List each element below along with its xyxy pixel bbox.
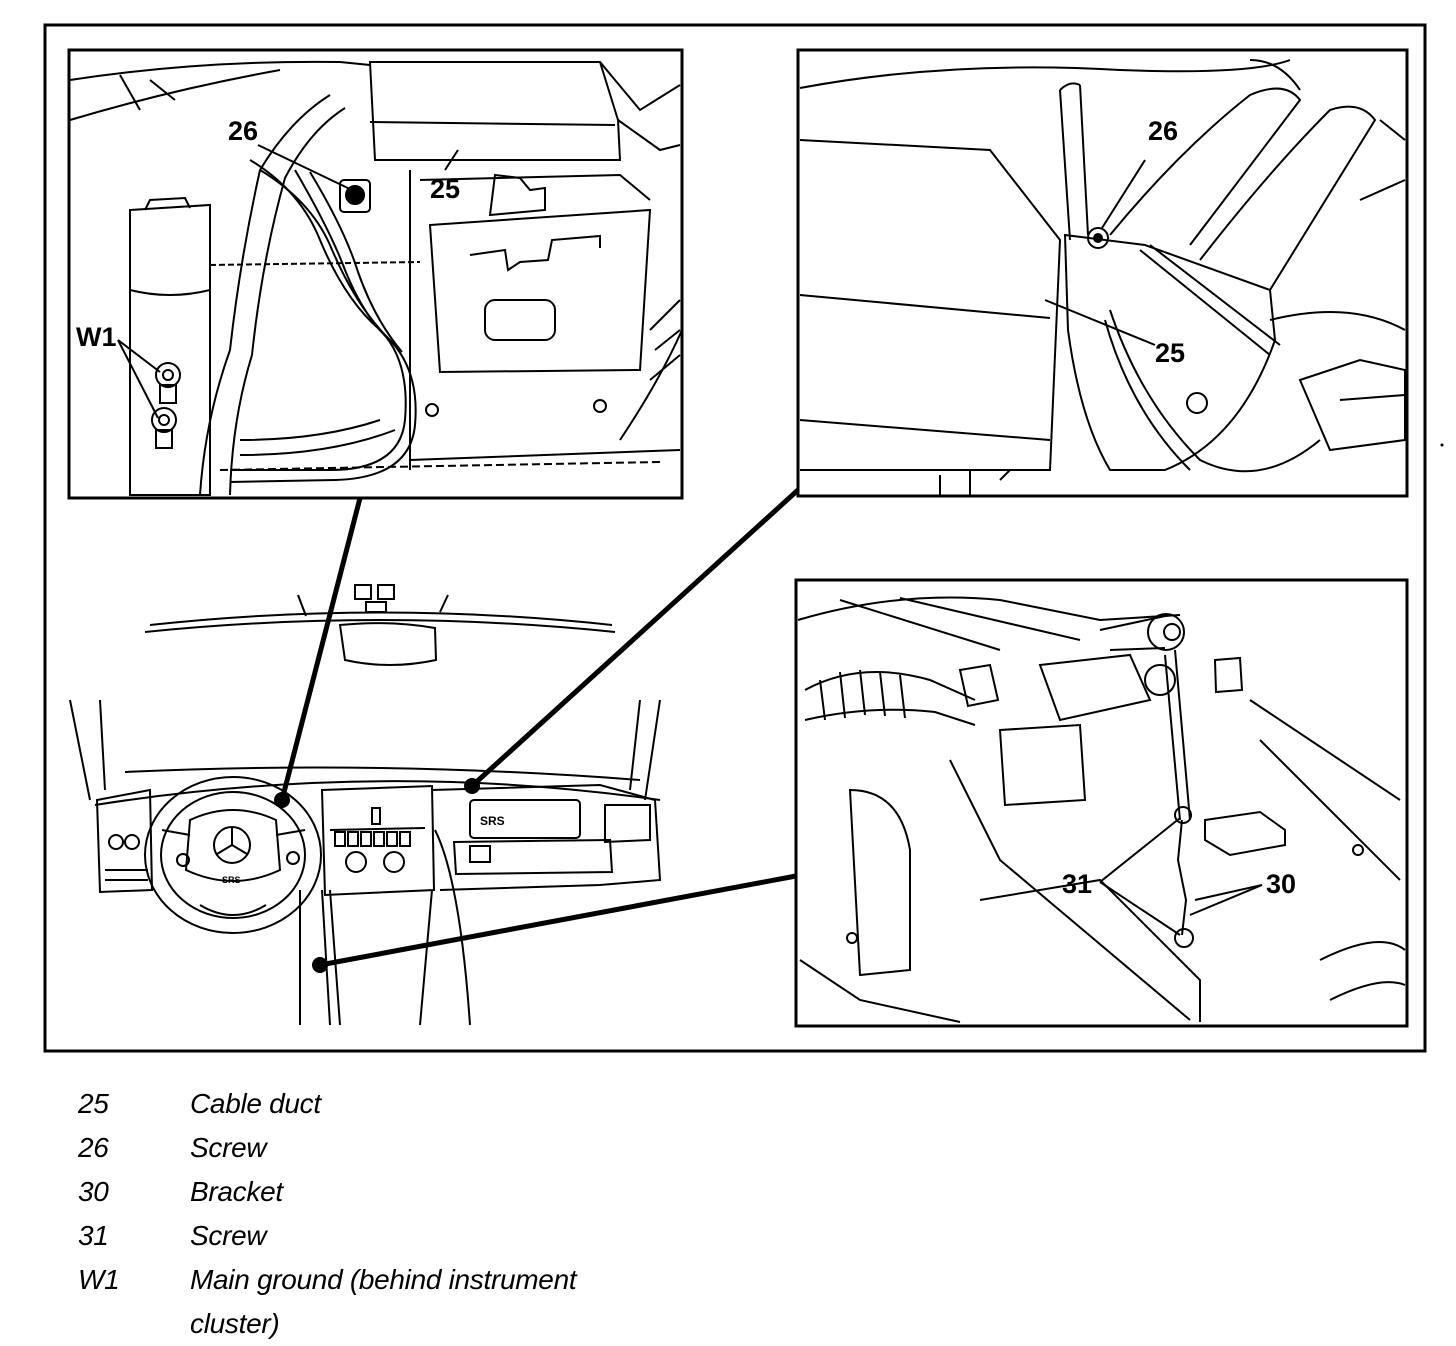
legend-number: 25 bbox=[78, 1088, 109, 1119]
legend-row: 31 Screw bbox=[78, 1214, 778, 1258]
scan-dot bbox=[1440, 443, 1444, 447]
srs-label: SRS bbox=[480, 814, 505, 828]
parts-legend: 25 Cable duct 26 Screw 30 Bracket 31 Scr… bbox=[78, 1082, 778, 1346]
detail-panel-top-right: 26 25 bbox=[796, 48, 1409, 498]
callout-25-top-left: 25 bbox=[430, 174, 460, 204]
callout-25-top-right: 25 bbox=[1155, 338, 1185, 368]
detail-connectors bbox=[279, 488, 800, 968]
legend-row: 25 Cable duct bbox=[78, 1082, 778, 1126]
legend-row: 30 Bracket bbox=[78, 1170, 778, 1214]
legend-description: Bracket bbox=[190, 1176, 283, 1207]
legend-description-continuation: cluster) bbox=[190, 1308, 280, 1339]
location-marker-cable-duct-driver bbox=[274, 792, 290, 808]
detail-panel-top-left: 26 25 W1 bbox=[67, 48, 684, 500]
legend-number: 31 bbox=[78, 1220, 109, 1251]
callout-26-top-right: 26 bbox=[1148, 116, 1178, 146]
legend-description: Main ground (behind instrument bbox=[190, 1264, 577, 1295]
callout-w1: W1 bbox=[76, 322, 117, 352]
legend-number: W1 bbox=[78, 1264, 120, 1295]
steering-srs-label: SRS bbox=[222, 875, 241, 885]
callout-31: 31 bbox=[1062, 869, 1092, 899]
legend-description: Screw bbox=[190, 1220, 267, 1251]
detail-panel-bottom-right: 31 30 bbox=[794, 578, 1409, 1028]
outer-frame bbox=[43, 23, 1427, 1053]
legend-number: 26 bbox=[78, 1132, 109, 1163]
legend-description: Cable duct bbox=[190, 1088, 321, 1119]
installation-diagram: 26 25 W1 bbox=[43, 23, 1444, 1053]
callout-30: 30 bbox=[1266, 869, 1296, 899]
callout-26-top-left: 26 bbox=[228, 116, 258, 146]
location-marker-cable-duct-passenger bbox=[464, 778, 480, 794]
dashboard-overview bbox=[69, 584, 662, 1026]
legend-row: 26 Screw bbox=[78, 1126, 778, 1170]
location-marker-bracket bbox=[312, 957, 328, 973]
legend-description: Screw bbox=[190, 1132, 267, 1163]
legend-row: W1 Main ground (behind instrument bbox=[78, 1258, 778, 1302]
legend-row-continuation: cluster) bbox=[78, 1302, 778, 1346]
legend-number: 30 bbox=[78, 1176, 109, 1207]
